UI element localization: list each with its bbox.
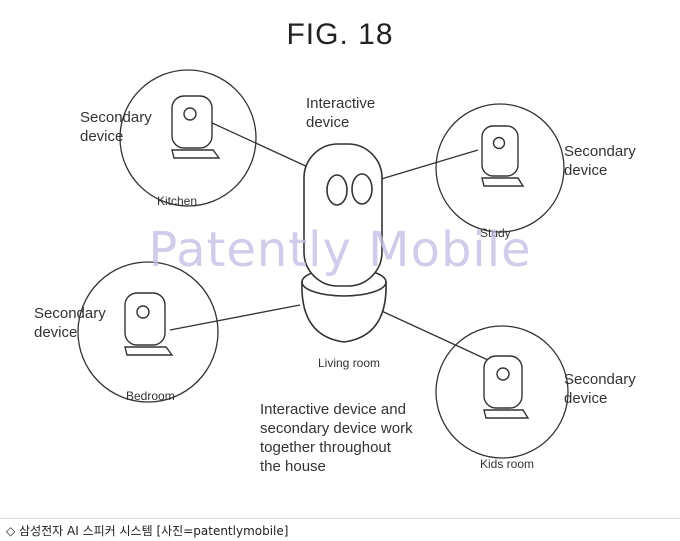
interactive-device-eye-left: [326, 174, 348, 206]
interactive-device-label: Interactive device: [306, 94, 375, 132]
interactive-device-eye-right: [351, 173, 373, 205]
interactive-device-base: [301, 281, 387, 343]
room-label-bedroom: Bedroom: [126, 389, 175, 403]
secondary-label-bedroom-line2: device: [34, 324, 78, 341]
figure-description: Interactive device and secondary device …: [260, 400, 413, 476]
secondary-device-study: [481, 125, 525, 187]
figure-description-line4: the house: [260, 458, 326, 475]
figure-description-line2: secondary device work: [260, 420, 413, 437]
watermark-text: Patently Mobile: [148, 222, 532, 278]
secondary-device-bedroom: [124, 292, 174, 356]
secondary-label-kids-room-line2: device: [564, 390, 608, 407]
connector-kitchen: [209, 121, 311, 169]
figure-title: FIG. 18: [286, 18, 394, 51]
figure-description-line1: Interactive device and: [260, 401, 406, 418]
secondary-device-kids-room: [483, 355, 530, 419]
secondary-label-kids-room: Secondary device: [564, 370, 636, 408]
zone-circle-kids-room: [435, 325, 569, 459]
zone-circle-study: [435, 103, 565, 233]
patent-figure: FIG. 18 Interactive device Living room S…: [34, 18, 636, 476]
figure-description-line3: together throughout: [260, 439, 391, 456]
image-caption-text: ◇ 삼성전자 AI 스피커 시스템 [사진=patentlymobile]: [6, 524, 289, 538]
zone-circle-kitchen: [119, 69, 257, 207]
secondary-label-study-line1: Secondary: [564, 143, 636, 160]
interactive-device-label-line2: device: [306, 114, 350, 131]
zone-circle-bedroom: [77, 261, 219, 403]
secondary-label-kitchen: Secondary device: [80, 108, 152, 146]
room-label-kids-room: Kids room: [480, 457, 535, 471]
secondary-label-study-line2: device: [564, 162, 608, 179]
secondary-label-kitchen-line1: Secondary: [80, 109, 152, 126]
secondary-label-bedroom: Secondary device: [34, 304, 106, 342]
secondary-label-kitchen-line2: device: [80, 128, 124, 145]
room-label-study: Study: [480, 226, 511, 240]
interactive-device-label-line1: Interactive: [306, 95, 376, 112]
secondary-label-bedroom-line1: Secondary: [34, 305, 106, 322]
diagram-drawing: [77, 69, 569, 459]
connector-bedroom: [169, 304, 301, 331]
connector-study: [377, 149, 479, 181]
interactive-device: [301, 143, 387, 343]
secondary-device-kitchen: [171, 95, 221, 159]
room-label-kitchen: Kitchen: [157, 194, 198, 208]
secondary-label-kids-room-line1: Secondary: [564, 371, 636, 388]
image-caption: ◇ 삼성전자 AI 스피커 시스템 [사진=patentlymobile]: [0, 518, 680, 541]
room-label-living-room: Living room: [318, 356, 381, 370]
connector-kids-room: [374, 307, 489, 361]
secondary-label-study: Secondary device: [564, 142, 636, 180]
